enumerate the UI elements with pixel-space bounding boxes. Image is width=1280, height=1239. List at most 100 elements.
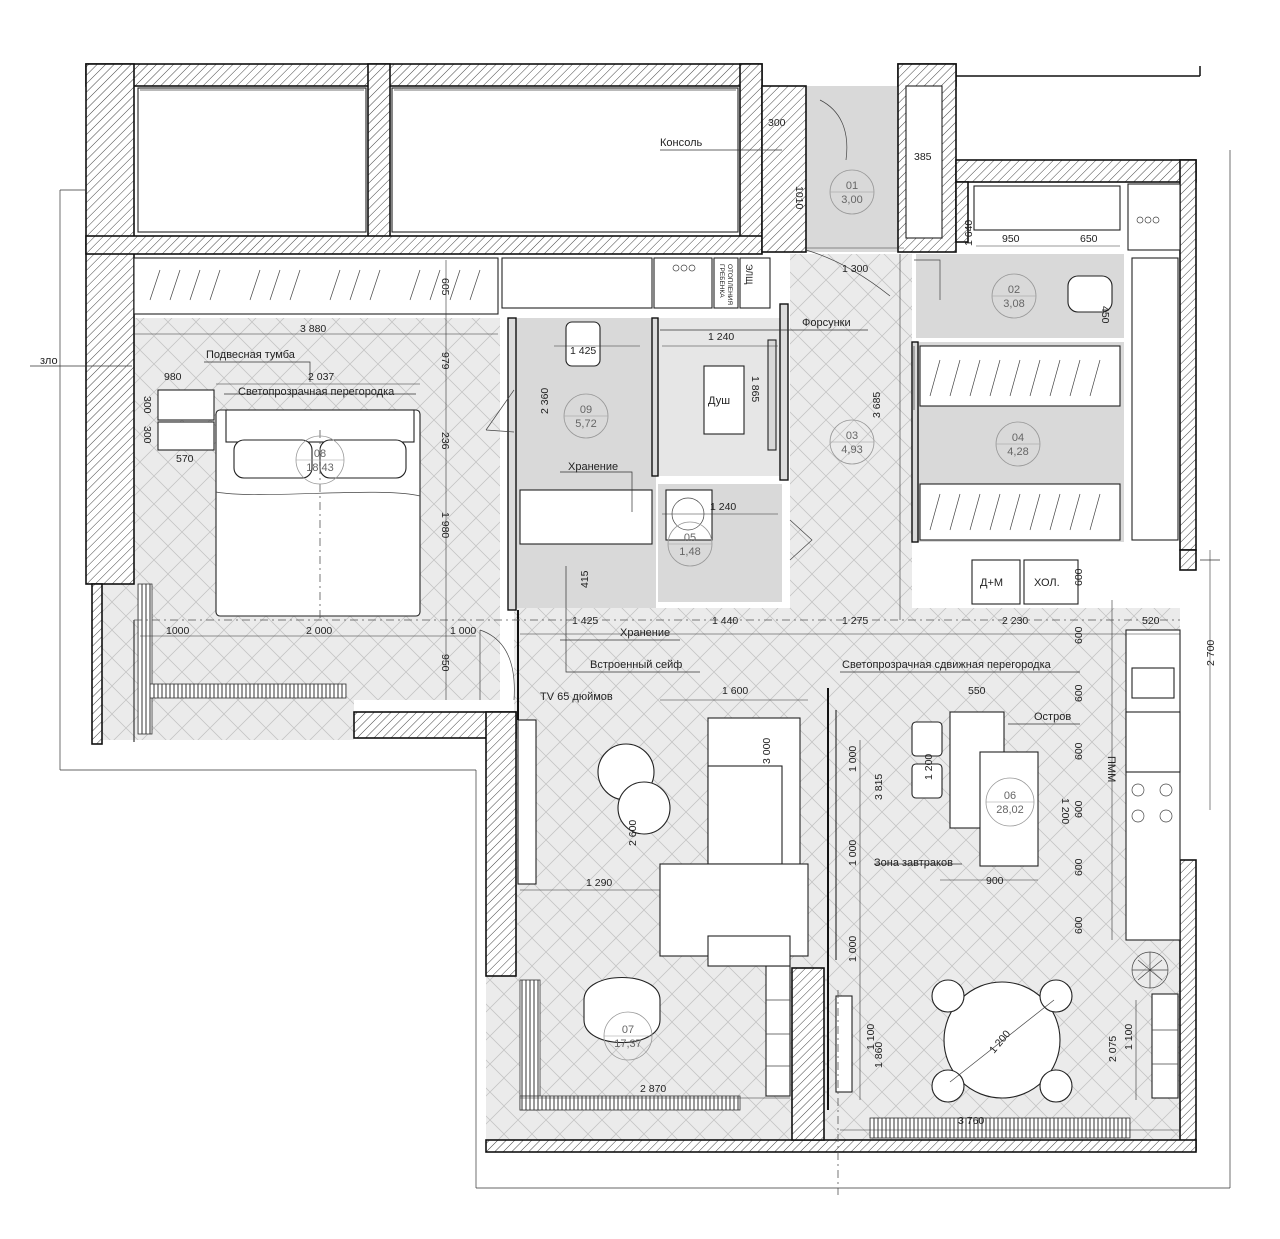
dim-950-b: 950 — [439, 654, 451, 672]
bathroom-fixtures — [485, 321, 813, 561]
wall-shower — [651, 317, 659, 477]
dim-415: 415 — [579, 570, 591, 588]
dim-979: 979 — [439, 352, 451, 370]
fridge-box — [1023, 559, 1079, 605]
dim-3000: 3 000 — [761, 738, 773, 764]
svg-text:1,48: 1,48 — [679, 546, 700, 558]
dim-1440: 1 440 — [712, 615, 738, 627]
wall-living-left — [485, 711, 517, 977]
dim-600-a: 600 — [1073, 568, 1085, 586]
shower-tray — [703, 365, 745, 435]
cabinets — [133, 85, 1181, 1099]
boiler-cabinet — [653, 257, 713, 309]
svg-text:3,08: 3,08 — [1003, 298, 1024, 310]
axis-lines — [59, 150, 1231, 1195]
room-tag-01: 01 3,00 — [829, 169, 875, 215]
dim-1980: 1 980 — [439, 512, 451, 538]
partitions — [133, 99, 941, 1110]
wall-balcony-divider-2 — [739, 63, 763, 253]
room-tag-06: 06 28,02 — [985, 777, 1035, 827]
pillow-left — [233, 439, 313, 479]
label-storage-2: Хранение — [620, 627, 670, 639]
floor-corridor — [790, 254, 912, 634]
dim-300-a: 300 — [141, 396, 153, 414]
dim-1000-e: 1 000 — [847, 936, 859, 962]
sofa-seat — [707, 765, 783, 865]
label-translucent-partition: Светопрозрачная перегородка — [238, 386, 395, 398]
dim-385: 385 — [914, 151, 932, 163]
room-tags: 01 3,00 02 3,08 03 4,93 04 4,28 05 1,48 — [295, 169, 1041, 1061]
svg-text:08: 08 — [314, 448, 326, 460]
svg-text:3,00: 3,00 — [841, 194, 862, 206]
washer-dryer-box — [971, 559, 1021, 605]
dim-600-c: 600 — [1073, 684, 1085, 702]
dim-600-g: 600 — [1073, 916, 1085, 934]
svg-text:17,37: 17,37 — [614, 1038, 642, 1050]
dim-1425-bath: 1 425 — [570, 345, 596, 357]
dim-650: 650 — [1080, 233, 1098, 245]
wall-right-top — [955, 159, 1197, 183]
entry-wardrobe — [905, 85, 943, 239]
label-console: Консоль — [660, 137, 703, 149]
dining-chair-4 — [1039, 1069, 1073, 1103]
svg-text:06: 06 — [1004, 790, 1016, 802]
toilet-2 — [1067, 275, 1113, 313]
dim-2700: 2 700 — [1205, 640, 1217, 666]
balcony — [137, 66, 1201, 233]
dining-table — [943, 981, 1061, 1099]
dim-1275: 1 275 — [842, 615, 868, 627]
label-fridge: ХОЛ. — [1034, 577, 1060, 589]
living-furniture — [517, 717, 1131, 1139]
dim-300-b: 300 — [141, 426, 153, 444]
wardrobe-bottom — [919, 483, 1121, 541]
column-kitchen — [1179, 549, 1197, 571]
dim-1300: 1 300 — [842, 263, 868, 275]
wall-bathroom-left — [507, 317, 517, 611]
dim-1860: 1 860 — [873, 1042, 885, 1068]
svg-text:4,93: 4,93 — [841, 444, 862, 456]
living-bench — [765, 965, 791, 1097]
dishwasher-box — [1125, 711, 1181, 773]
dim-2870: 2 870 — [640, 1083, 666, 1095]
dim-1010: 1010 — [793, 186, 805, 210]
electric-panel — [739, 257, 771, 309]
wall-left-lower — [91, 583, 103, 745]
dim-1200-a: 1 200 — [923, 754, 935, 780]
dim-450: 450 — [1099, 306, 1111, 324]
shower-drain — [767, 339, 777, 451]
dim-300-entry: 300 — [768, 117, 786, 129]
wall-top-left — [85, 63, 763, 87]
bar-stool-2 — [911, 763, 943, 799]
room-tag-02: 02 3,08 — [991, 273, 1037, 319]
dim-1640: 1 640 — [963, 220, 975, 246]
label-builtin-safe: Встроенный сейф — [590, 659, 682, 671]
svg-text:09: 09 — [580, 404, 592, 416]
svg-text:4,28: 4,28 — [1007, 446, 1028, 458]
label-shower: Душ — [708, 395, 730, 407]
dim-1425-b: 1 425 — [572, 615, 598, 627]
dim-2600: 2 600 — [627, 820, 639, 846]
dimension-text: 300 1010 385 950 650 1 640 1 300 450 605… — [141, 117, 1217, 1127]
dim-570: 570 — [176, 453, 194, 465]
wall-balcony-divider-1 — [367, 63, 391, 253]
dim-550: 550 — [968, 685, 986, 697]
dim-1600: 1 600 — [722, 685, 748, 697]
svg-text:03: 03 — [846, 430, 858, 442]
dim-2037: 2 037 — [308, 371, 334, 383]
text-labels: Консоль Подвесная тумба Светопрозрачная … — [40, 137, 1117, 869]
wall-left — [85, 63, 135, 585]
svg-text:18,43: 18,43 — [306, 462, 334, 474]
dim-3760: 3 760 — [958, 1115, 984, 1127]
label-island: Остров — [1034, 711, 1071, 723]
dim-1865: 1 865 — [749, 376, 761, 402]
label-dishwasher: ПММ — [1105, 756, 1117, 782]
bath-storage — [519, 489, 653, 545]
label-boiler-3: ЭЛЩ — [744, 264, 754, 285]
dim-2000: 2 000 — [306, 625, 332, 637]
room-tag-04: 04 4,28 — [995, 421, 1041, 467]
dim-900: 900 — [986, 875, 1004, 887]
wardrobe-top — [919, 345, 1121, 407]
bath-cabinet — [501, 257, 653, 309]
nightstand — [157, 389, 215, 421]
